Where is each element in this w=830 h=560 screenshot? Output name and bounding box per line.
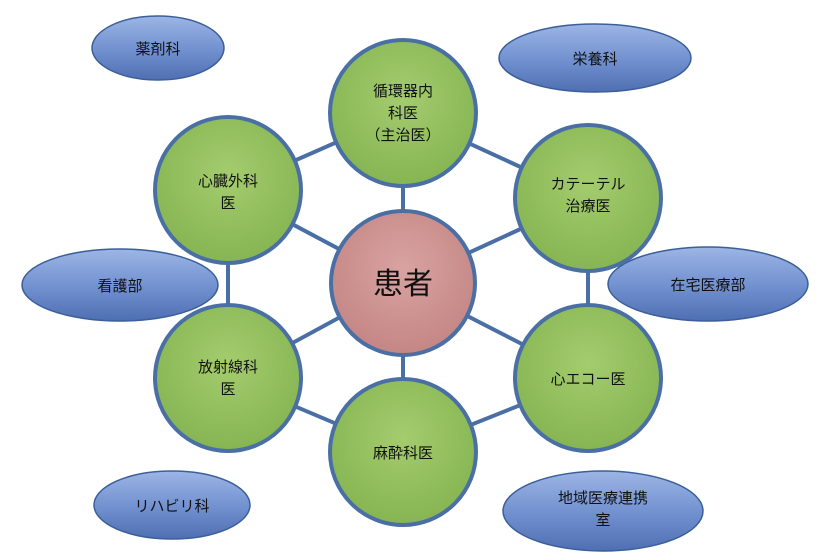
node-catheter-line-2: 治療医 [565,197,610,215]
dept-nursing-label: 看護部 [97,277,142,295]
node-cardiac-surgery-line-2: 医 [220,194,235,212]
dept-regional: 地域医療連携 室 [502,470,704,552]
dept-home-care-label: 在宅医療部 [670,276,745,294]
node-echo-line-1: 心エコー医 [550,370,625,388]
dept-pharmacy-label: 薬剤科 [135,40,180,58]
node-patient: 患者 [329,209,477,357]
node-radiology: 放射線科 医 [153,303,303,453]
node-catheter-line-1: カテーテル [550,175,625,193]
node-catheter: カテーテル 治療医 [513,123,663,273]
node-cardiology: 循環器内 科医 （主治医） [328,38,478,188]
dept-rehab-label: リハビリ科 [134,497,209,515]
dept-nutrition-label: 栄養科 [572,50,617,68]
node-echo: 心エコー医 [513,303,663,453]
dept-rehab: リハビリ科 [93,470,251,540]
node-cardiology-line-3: （主治医） [365,126,440,144]
node-cardiology-line-2: 科医 [388,104,418,122]
node-cardiac-surgery-line-1: 心臓外科 [198,172,258,190]
node-anesthesia: 麻酔科医 [328,377,478,527]
dept-regional-label-line-2: 室 [595,511,610,529]
dept-pharmacy: 薬剤科 [91,15,225,81]
node-cardiology-line-1: 循環器内 [373,82,433,100]
dept-regional-label-line-1: 地域医療連携 [558,489,648,507]
dept-home-care: 在宅医療部 [607,246,809,322]
node-patient-label: 患者 [373,267,433,302]
node-anesthesia-line-1: 麻酔科医 [373,444,433,462]
node-radiology-line-2: 医 [220,380,235,398]
node-radiology-line-1: 放射線科 [198,358,258,376]
node-cardiac-surgery: 心臓外科 医 [153,115,303,265]
dept-nursing: 看護部 [21,248,219,322]
dept-nutrition: 栄養科 [498,23,692,93]
